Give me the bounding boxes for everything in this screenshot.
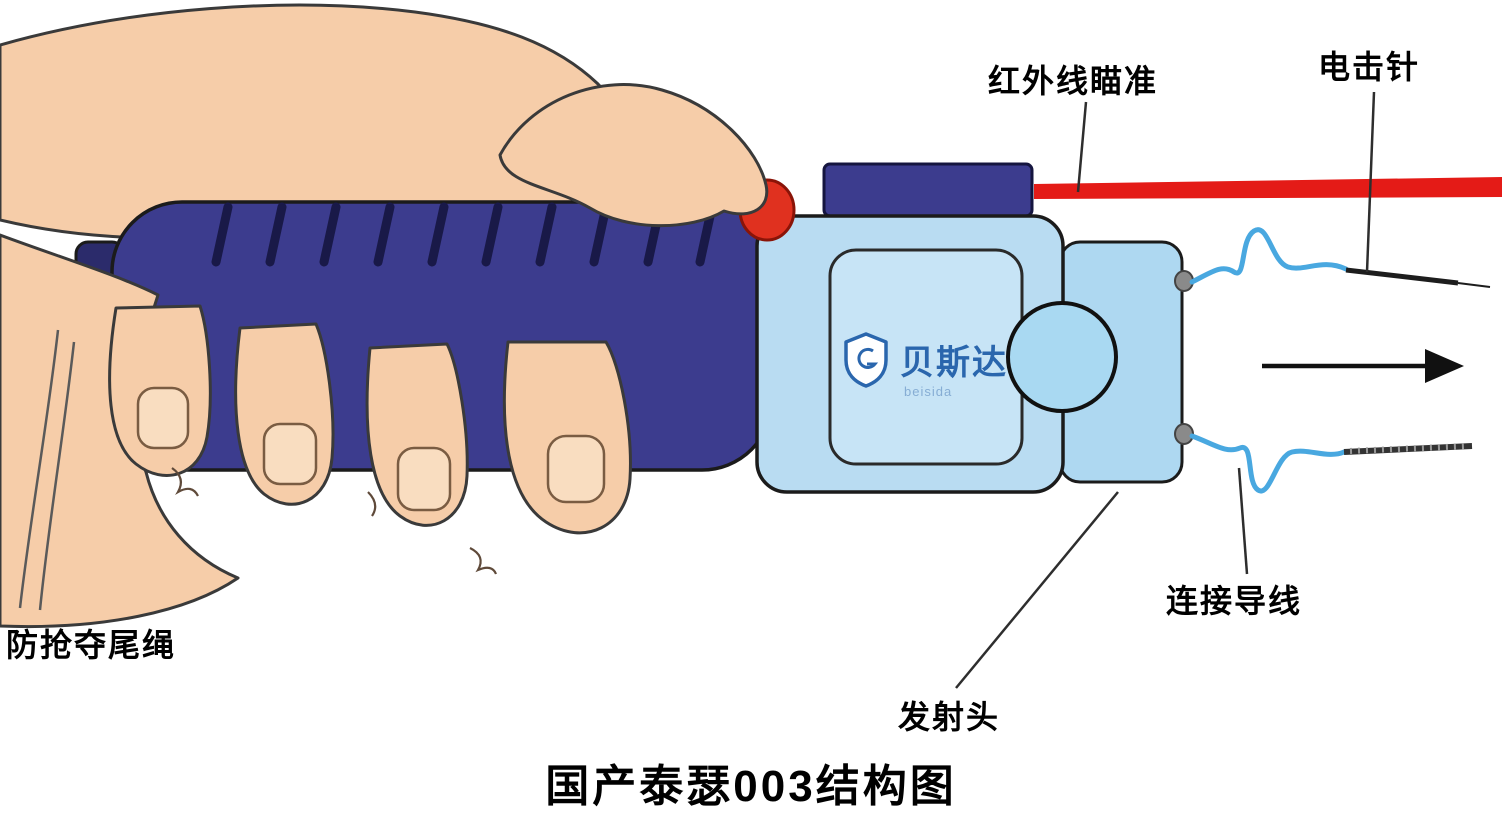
leader-line-head bbox=[955, 491, 1119, 689]
grip-ribs bbox=[211, 202, 717, 267]
wire-bottom bbox=[1189, 433, 1347, 494]
fingernail bbox=[546, 434, 606, 504]
leader-line-wire bbox=[1237, 467, 1249, 575]
label-anti-snatch-rope: 防抢夺尾绳 bbox=[6, 627, 177, 663]
shock-dart-top bbox=[1345, 267, 1491, 288]
leader-line-infrared bbox=[1076, 101, 1088, 193]
fingernail bbox=[136, 386, 190, 450]
label-shock-needle: 电击针 bbox=[1318, 49, 1421, 85]
brand-romanized: beisida bbox=[904, 384, 952, 399]
label-infrared-sight: 红外线瞄准 bbox=[988, 63, 1159, 99]
label-launch-head: 发射头 bbox=[898, 699, 1001, 735]
infrared-sight-block bbox=[822, 162, 1034, 218]
leader-line-dart bbox=[1365, 91, 1376, 273]
fingernail bbox=[396, 446, 452, 512]
gripping-fingers bbox=[108, 304, 632, 575]
shock-dart-bottom bbox=[1343, 443, 1473, 455]
direction-arrow bbox=[1262, 349, 1464, 383]
electrode-nub-bottom bbox=[1174, 423, 1194, 445]
tail-rope-lines bbox=[18, 329, 76, 611]
brand-name: 贝斯达 bbox=[900, 344, 1008, 382]
leader-lines bbox=[955, 91, 1376, 689]
laser-beam bbox=[1034, 177, 1502, 199]
label-connecting-wire: 连接导线 bbox=[1166, 583, 1303, 619]
knuckle-creases bbox=[171, 467, 498, 575]
index-finger-shape bbox=[498, 83, 769, 228]
muzzle-circle bbox=[1006, 301, 1118, 413]
brand-shield-icon bbox=[844, 332, 888, 388]
fingernail bbox=[262, 422, 318, 486]
diagram-title: 国产泰瑟003结构图 bbox=[545, 762, 957, 811]
wire-top bbox=[1189, 227, 1349, 285]
